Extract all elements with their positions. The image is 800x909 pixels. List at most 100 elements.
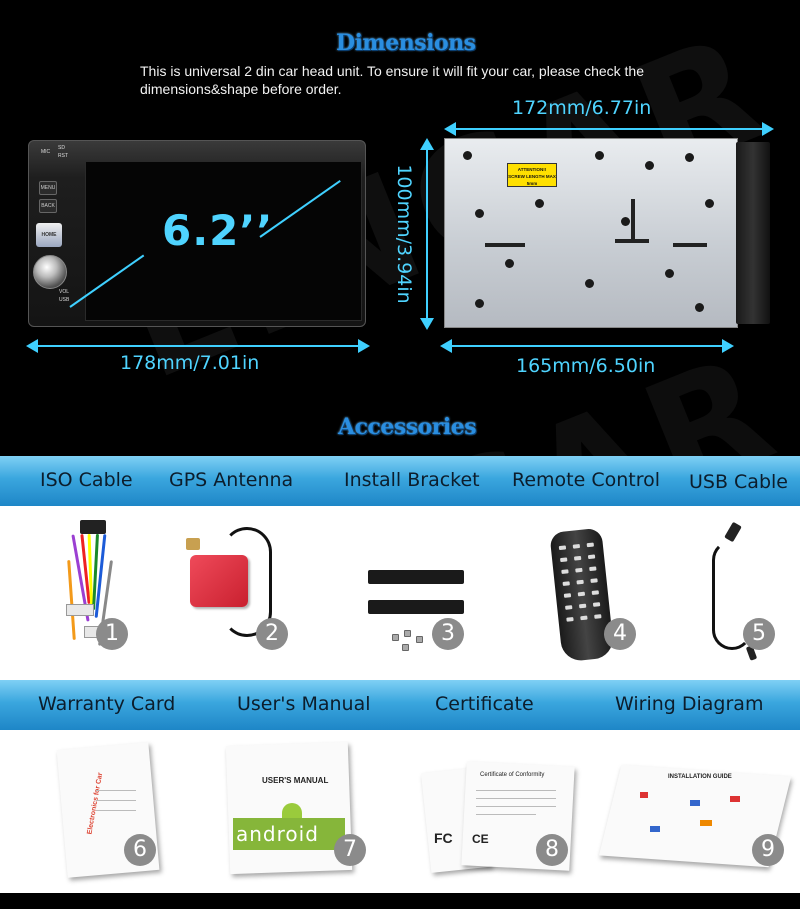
remote-key [573, 555, 582, 561]
chassis-hole [475, 209, 484, 218]
label-warranty-card: Warranty Card [38, 693, 176, 715]
diagram-mark [650, 826, 660, 832]
remote-key [591, 590, 600, 595]
front-width-arrow [26, 339, 370, 353]
gps-antenna-puck [190, 555, 248, 607]
chassis-side-bracket [736, 142, 770, 324]
chassis-hole [645, 161, 654, 170]
bracket-bottom [368, 600, 464, 614]
badge-9: 9 [752, 834, 784, 866]
diagram-mark [640, 792, 648, 798]
remote-key [587, 554, 596, 560]
footer-bar [0, 893, 800, 909]
badge-4: 4 [604, 618, 636, 650]
top-width-label: 172mm/6.77in [512, 97, 652, 119]
screen-size-label: 6.2’’ [162, 206, 274, 255]
usb-port-label: USB [59, 297, 70, 303]
chassis-hole [595, 151, 604, 160]
guide-title: INSTALLATION GUIDE [668, 774, 732, 780]
remote-key [580, 615, 588, 621]
rst-label: RST [58, 153, 68, 159]
doc-line [476, 790, 556, 791]
chassis-width-label: 165mm/6.50in [516, 355, 656, 377]
badge-8: 8 [536, 834, 568, 866]
doc-line [96, 810, 136, 811]
doc-line [96, 800, 136, 801]
remote-key [565, 605, 573, 610]
doc-line [476, 806, 556, 807]
remote-key [562, 581, 570, 586]
remote-key [558, 545, 567, 551]
remote-key [578, 603, 587, 609]
chassis-width-arrow [440, 339, 734, 353]
attention-line1: ATTENTION!! [517, 167, 547, 172]
badge-5: 5 [743, 618, 775, 650]
iso-connector-white [66, 604, 94, 616]
chassis-hole [463, 151, 472, 160]
vol-label: VOL [59, 289, 70, 295]
chassis-slot [485, 243, 525, 247]
label-certificate: Certificate [435, 693, 534, 715]
dimensions-intro: This is universal 2 din car head unit. T… [140, 63, 644, 97]
manual-title: USER'S MANUAL [262, 776, 329, 785]
label-users-manual: User's Manual [237, 693, 371, 715]
back-button: BACK [39, 199, 57, 213]
head-unit-screen [85, 161, 362, 321]
volume-knob [33, 255, 67, 289]
remote-key [577, 591, 586, 597]
mic-label: MIC [41, 149, 51, 155]
height-label: 100mm/3.94in [393, 164, 415, 304]
screw [402, 644, 409, 651]
doc-line [476, 814, 536, 815]
screw [404, 630, 411, 637]
chassis-hole [505, 259, 514, 268]
badge-2: 2 [256, 618, 288, 650]
screw [392, 634, 399, 641]
remote-key [592, 602, 601, 607]
diagram-mark [700, 820, 712, 826]
remote-key [561, 569, 569, 575]
label-usb-cable: USB Cable [689, 471, 788, 493]
label-install-bracket: Install Bracket [344, 469, 480, 491]
remote-key [572, 543, 581, 549]
head-unit-chassis: ATTENTION!! SCREW LENGTH MAX 5mm [440, 138, 770, 328]
chassis-hole [705, 199, 714, 208]
badge-1: 1 [96, 618, 128, 650]
accessories-bar-1: ISO Cable GPS Antenna Install Bracket Re… [0, 456, 800, 506]
remote-key [563, 593, 572, 598]
dimensions-title: Dimensions [336, 30, 476, 56]
attention-line3: 5mm [526, 181, 538, 186]
accessories-title: Accessories [338, 414, 477, 440]
chassis-hole [621, 217, 630, 226]
home-button: HOME [36, 223, 62, 247]
sd-label: SD [58, 145, 65, 151]
android-robot-icon [282, 803, 302, 821]
remote-key [589, 566, 597, 572]
menu-button: MENU [39, 181, 57, 195]
label-remote-control: Remote Control [512, 469, 661, 491]
gps-cable [222, 527, 272, 637]
remote-key [586, 542, 594, 548]
remote-key [590, 578, 598, 584]
chassis-hole [665, 269, 674, 278]
remote-key [566, 617, 574, 622]
gps-connector [186, 538, 200, 550]
badge-7: 7 [334, 834, 366, 866]
chassis-slot [631, 199, 635, 243]
label-iso-cable: ISO Cable [40, 469, 133, 491]
diagram-mark [690, 800, 700, 806]
accessories-panel-1 [0, 506, 800, 680]
chassis-hole [685, 153, 694, 162]
front-width-label: 178mm/7.01in [120, 352, 260, 374]
bracket-top [368, 570, 464, 584]
ce-mark: CE [472, 832, 489, 846]
screw [416, 636, 423, 643]
remote-key [575, 567, 583, 573]
remote-key [560, 557, 568, 563]
attention-line2: SCREW LENGTH MAX [508, 174, 556, 179]
diagram-mark [730, 796, 740, 802]
doc-line [96, 790, 136, 791]
certificate-title: Certificate of Conformity [480, 772, 545, 778]
badge-3: 3 [432, 618, 464, 650]
accessories-bar-2: Warranty Card User's Manual Certificate … [0, 680, 800, 730]
